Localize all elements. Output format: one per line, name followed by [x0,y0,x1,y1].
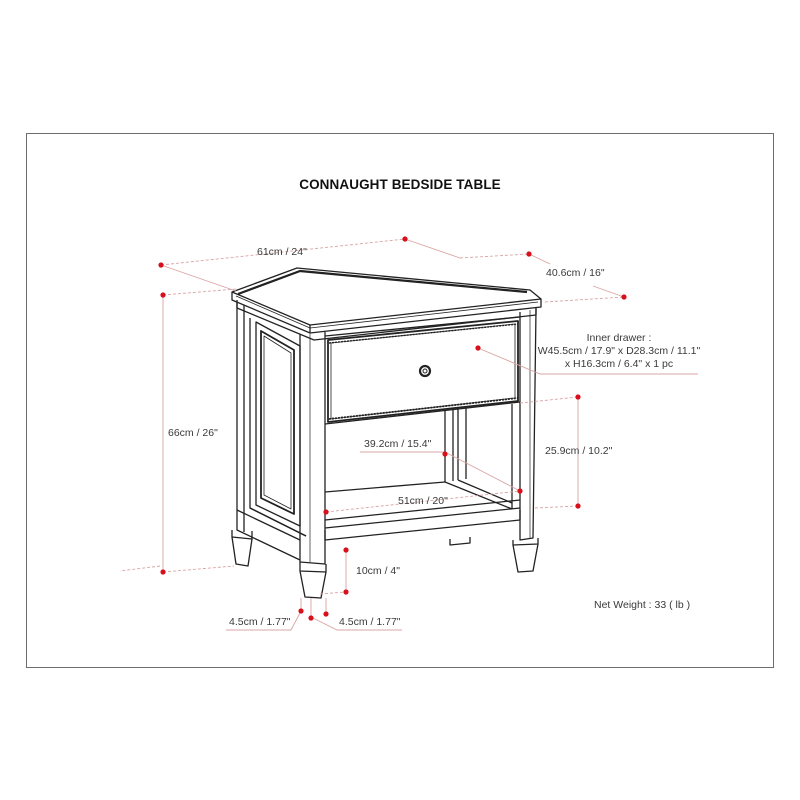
front-right-post [519,308,537,541]
open-shelf [324,401,521,546]
tabletop [231,267,542,334]
front-left-post [299,332,326,565]
side-panel [236,302,307,561]
diagram-frame [26,133,774,668]
shelf-depth-label: 39.2cm / 15.4" [364,438,432,450]
drawer-knob-icon [418,364,432,378]
leg-width-right-label: 4.5cm / 1.77" [339,616,401,628]
net-weight-label: Net Weight : 33 ( lb ) [594,599,691,611]
shelf-width-label: 51cm / 20" [398,495,448,507]
shelf-height-label: 25.9cm / 10.2" [545,445,613,457]
inner-drawer-heading: Inner drawer : [586,332,652,344]
inner-drawer-line-1: W45.5cm / 17.9" x D28.3cm / 11.1" [537,345,701,358]
leg-height-label: 10cm / 4" [356,565,400,577]
leg-width-left-label: 4.5cm / 1.77" [229,616,291,628]
depth-overall-label: 40.6cm / 16" [546,267,605,279]
dimension-lines [119,238,698,631]
page-title: CONNAUGHT BEDSIDE TABLE [299,177,501,192]
height-overall-label: 66cm / 26" [168,427,218,439]
inner-drawer-label: Inner drawer : W45.5cm / 17.9" x D28.3cm… [537,332,701,371]
width-overall-label: 61cm / 24" [257,246,307,258]
legs [231,530,539,599]
inner-drawer-line-2: x H16.3cm / 6.4" x 1 pc [564,358,674,371]
dimension-marker-icons [158,236,627,621]
